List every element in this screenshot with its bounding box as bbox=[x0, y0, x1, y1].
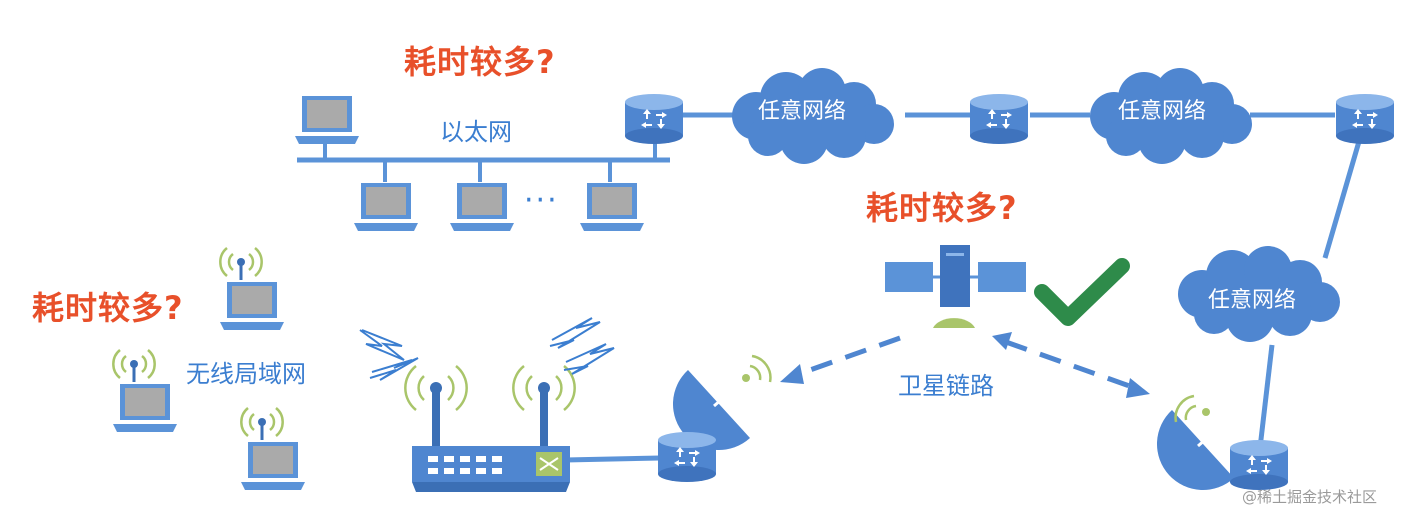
laptop-icon bbox=[241, 442, 305, 490]
question-middle: 耗时较多? bbox=[866, 189, 1018, 227]
cloud-label: 任意网络 bbox=[758, 99, 847, 124]
laptop-icon bbox=[354, 183, 418, 231]
wireless-router-icon bbox=[404, 365, 576, 492]
ethernet-label: 以太网 bbox=[440, 118, 512, 146]
satellite-dish-icon bbox=[1156, 394, 1234, 491]
wireless-laptop bbox=[112, 349, 177, 432]
checkmark-icon bbox=[1034, 258, 1130, 326]
wireless-laptop bbox=[240, 407, 305, 490]
router-icon bbox=[970, 94, 1028, 144]
cloud-label: 任意网络 bbox=[1208, 288, 1297, 313]
wlan-label: 无线局域网 bbox=[186, 360, 306, 388]
router-icon bbox=[1230, 440, 1288, 490]
satellite-icon bbox=[885, 245, 1026, 328]
watermark: @稀土掘金技术社区 bbox=[1242, 488, 1378, 506]
lightning-icon bbox=[359, 317, 615, 381]
wireless-laptop bbox=[219, 247, 284, 330]
ethernet-ellipsis: ··· bbox=[524, 183, 559, 218]
satellite-link-arrows bbox=[795, 335, 1136, 391]
laptop-icon bbox=[220, 282, 284, 330]
question-top: 耗时较多? bbox=[404, 43, 556, 81]
router-icon bbox=[658, 432, 716, 482]
backbone-links bbox=[564, 112, 1363, 463]
satellite-link-label: 卫星链路 bbox=[898, 372, 994, 400]
laptop-icon bbox=[113, 384, 177, 432]
laptop-icon bbox=[450, 183, 514, 231]
router-icon bbox=[625, 94, 683, 144]
question-left: 耗时较多? bbox=[32, 289, 184, 327]
laptop-icon bbox=[580, 183, 644, 231]
cloud-label: 任意网络 bbox=[1118, 99, 1207, 124]
satellite-dish-icon bbox=[672, 354, 772, 451]
router-icon bbox=[1336, 94, 1394, 144]
laptop-icon bbox=[295, 96, 359, 144]
